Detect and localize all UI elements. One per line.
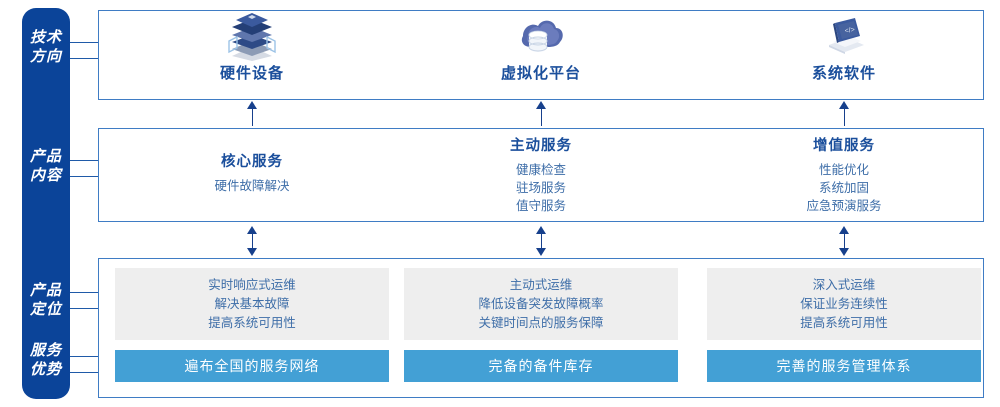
connector-line [70,356,98,357]
arrow-up-system-software [844,104,845,126]
content-column-title: 核心服务 [221,154,283,170]
tech-column-virtualization[interactable]: 虚拟化平台 [441,10,641,100]
tech-column-system-software[interactable]: </> 系统软件 [744,10,944,100]
advantage-bar-service-network[interactable]: 遍布全国的服务网络 [115,350,389,382]
sidebar-panel [22,8,70,399]
positioning-line: 深入式运维 [812,277,876,292]
sidebar-label-line: 技术 [29,29,62,46]
positioning-line: 提高系统可用性 [800,315,888,330]
positioning-line: 提高系统可用性 [208,315,296,330]
advantage-bar-label: 完备的备件库存 [488,358,594,374]
content-item: 硬件故障解决 [214,179,290,193]
content-item: 性能优化 [818,163,869,177]
advantage-bar-management-system[interactable]: 完善的服务管理体系 [707,350,981,382]
positioning-line: 降低设备突发故障概率 [478,296,604,311]
sidebar-label-line: 优势 [29,361,62,378]
sidebar-label-line: 内容 [29,167,62,184]
content-column-title: 增值服务 [813,138,875,154]
advantage-bar-spare-parts[interactable]: 完备的备件库存 [404,350,678,382]
sidebar-label-line: 方向 [29,48,62,65]
tech-column-title: 系统软件 [811,65,876,82]
sidebar-item-tech-direction[interactable]: 技术 方向 [22,28,70,66]
content-item: 值守服务 [515,199,566,213]
content-item: 应急预演服务 [806,199,882,213]
content-item: 驻场服务 [515,181,566,195]
connector-line [70,308,98,309]
arrow-double-virtualization-head-down [536,248,546,256]
sidebar-label-line: 定位 [29,301,62,318]
positioning-line: 主动式运维 [509,277,573,292]
arrow-up-hardware-head [247,101,257,109]
positioning-card-indepth[interactable]: 深入式运维 保证业务连续性 提高系统可用性 [707,268,981,340]
arrow-double-system-software-head-up [839,226,849,234]
connector-line [70,372,98,373]
positioning-line: 保证业务连续性 [800,296,888,311]
arrow-up-virtualization-head [536,101,546,109]
sidebar-label-line: 产品 [29,282,62,299]
arrow-double-hardware-head-down [247,248,257,256]
sidebar-item-product-content[interactable]: 产品 内容 [22,147,70,185]
arrow-up-hardware [252,104,253,126]
content-column-active-service[interactable]: 主动服务 健康检查 驻场服务 值守服务 [421,134,661,215]
laptop-code-icon: </> [744,10,944,62]
arrow-double-hardware [252,230,253,250]
connector-line [70,176,98,177]
content-item: 系统加固 [818,181,869,195]
arrow-double-hardware-head-up [247,226,257,234]
arrow-up-system-software-head [839,101,849,109]
positioning-card-proactive[interactable]: 主动式运维 降低设备突发故障概率 关键时间点的服务保障 [404,268,678,340]
arrow-up-virtualization [541,104,542,126]
positioning-line: 实时响应式运维 [208,277,296,292]
arrow-double-virtualization [541,230,542,250]
positioning-card-realtime[interactable]: 实时响应式运维 解决基本故障 提高系统可用性 [115,268,389,340]
positioning-line: 解决基本故障 [214,296,290,311]
arrow-double-system-software [844,230,845,250]
connector-line [70,160,98,161]
cloud-database-icon [441,10,641,62]
stacked-servers-icon [152,10,352,62]
sidebar-item-service-advantage[interactable]: 服务 优势 [22,341,70,379]
connector-line [70,42,98,43]
connector-line [70,58,98,59]
sidebar-item-product-positioning[interactable]: 产品 定位 [22,281,70,319]
tech-column-title: 虚拟化平台 [500,65,581,82]
advantage-bar-label: 遍布全国的服务网络 [184,358,320,374]
tech-column-title: 硬件设备 [219,65,284,82]
svg-text:</>: </> [844,27,855,35]
product-content-box [98,128,984,222]
content-column-core-service[interactable]: 核心服务 硬件故障解决 [132,150,372,195]
positioning-line: 关键时间点的服务保障 [478,315,604,330]
content-column-value-added-service[interactable]: 增值服务 性能优化 系统加固 应急预演服务 [724,134,964,215]
advantage-bar-label: 完善的服务管理体系 [776,358,912,374]
connector-line [70,292,98,293]
sidebar-label-line: 产品 [29,148,62,165]
sidebar-label-line: 服务 [29,342,62,359]
content-item: 健康检查 [515,163,566,177]
tech-column-hardware[interactable]: 硬件设备 [152,10,352,100]
arrow-double-system-software-head-down [839,248,849,256]
content-column-title: 主动服务 [510,138,572,154]
arrow-double-virtualization-head-up [536,226,546,234]
